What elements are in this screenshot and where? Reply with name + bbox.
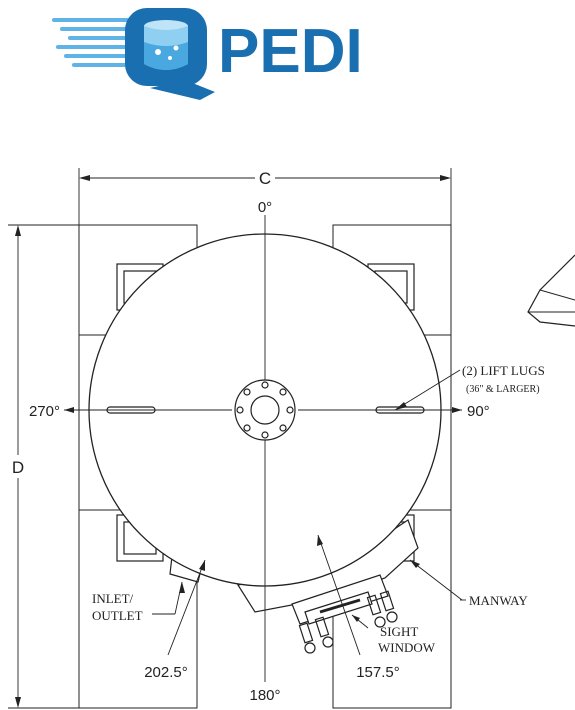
leader-202: [167, 559, 206, 656]
leader-157: [317, 534, 361, 656]
angle-0-label: 0°: [258, 199, 272, 216]
angle-270-label: 270°: [29, 403, 60, 420]
logo-wordmark: PEDI: [218, 17, 363, 86]
center-flange: [234, 379, 296, 441]
side-view-fragment: [527, 254, 575, 327]
tank-q-icon: [125, 8, 215, 100]
inlet-callout-line1: INLET/: [92, 591, 134, 606]
angle-90-label: 90°: [467, 403, 490, 420]
leader-lift-lugs: [394, 369, 461, 411]
sight-window-callout-line1: SIGHT: [380, 624, 418, 639]
sight-window: [291, 574, 398, 654]
speed-lines: [52, 18, 142, 67]
dimension-d-label: D: [12, 458, 24, 477]
lift-lug-left: [106, 406, 156, 414]
lift-lugs-note: (36" & LARGER): [466, 384, 540, 395]
sight-window-callout-line2: WINDOW: [378, 640, 436, 655]
angle-180-label: 180°: [249, 687, 280, 704]
angle-157-label: 157.5°: [356, 664, 400, 681]
lift-lugs-callout: (2) LIFT LUGS: [462, 363, 545, 378]
leader-manway: [409, 559, 463, 601]
manway-callout: MANWAY: [469, 593, 528, 608]
pedi-logo: PEDI: [52, 8, 363, 100]
dimension-c-label: C: [259, 169, 271, 188]
inlet-callout-line2: OUTLET: [92, 608, 143, 623]
angle-202-label: 202.5°: [144, 664, 188, 681]
